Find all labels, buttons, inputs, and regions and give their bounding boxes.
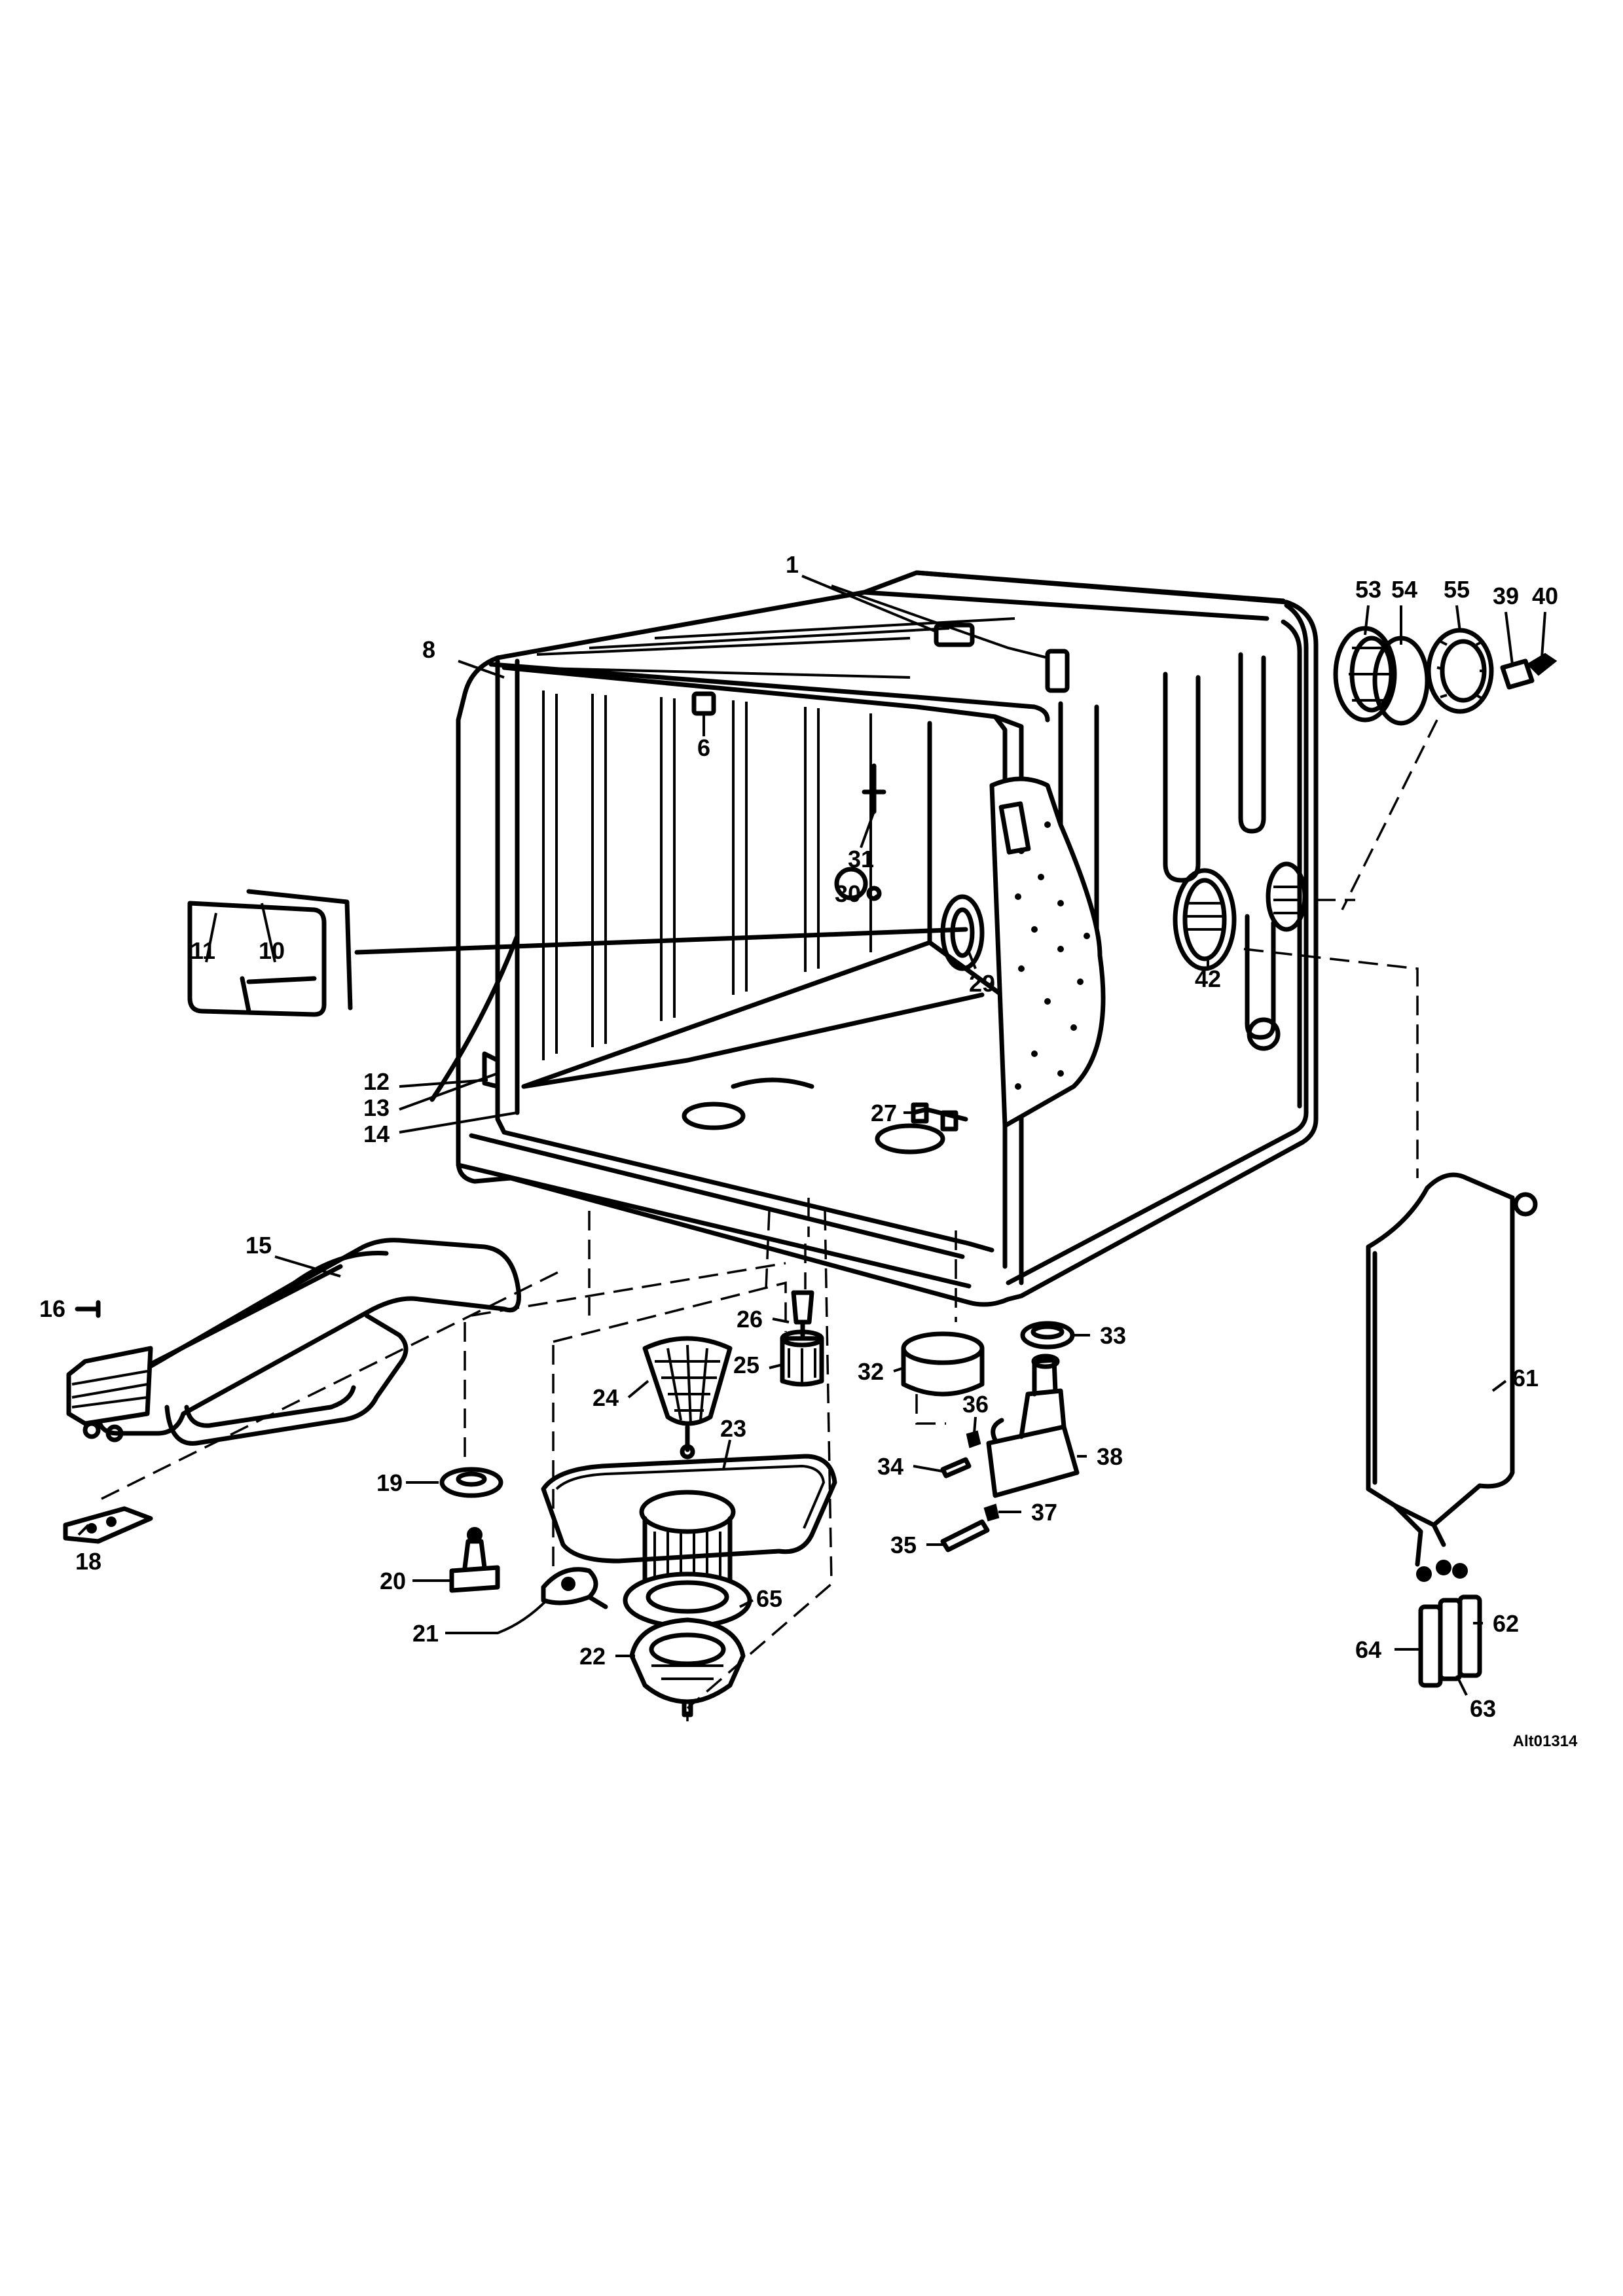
callout-23: 23 bbox=[720, 1415, 746, 1442]
callout-40: 40 bbox=[1532, 583, 1558, 609]
callout-10: 10 bbox=[259, 937, 285, 964]
callout-53: 53 bbox=[1355, 576, 1381, 603]
callout-55: 55 bbox=[1444, 576, 1470, 603]
dishwasher-tub bbox=[456, 570, 1319, 1307]
callout-6: 6 bbox=[697, 734, 710, 761]
pump-38 bbox=[986, 1354, 1080, 1498]
sump-base-22 bbox=[629, 1617, 746, 1717]
corner-bracket-13 bbox=[482, 1051, 500, 1089]
switch-21 bbox=[541, 1567, 608, 1609]
screw-31 bbox=[862, 763, 886, 814]
terminals-62-64 bbox=[1418, 1594, 1482, 1688]
clamp-39-40 bbox=[1500, 653, 1558, 690]
callout-30: 30 bbox=[835, 880, 861, 907]
callout-1: 1 bbox=[786, 551, 799, 578]
leader-lines bbox=[77, 575, 1546, 1696]
cap-32 bbox=[901, 1331, 985, 1397]
thermostat-20 bbox=[449, 1527, 500, 1593]
sump-plate-23 bbox=[541, 1454, 837, 1564]
callout-14: 14 bbox=[363, 1121, 390, 1147]
callout-8: 8 bbox=[422, 636, 435, 663]
ring-33 bbox=[1020, 1321, 1075, 1350]
callout-42: 42 bbox=[1195, 965, 1221, 992]
clip-37 bbox=[983, 1503, 1000, 1522]
callout-22: 22 bbox=[579, 1643, 606, 1670]
callout-25: 25 bbox=[733, 1352, 759, 1378]
drain-tube-12-14 bbox=[429, 933, 520, 1102]
callout-18: 18 bbox=[75, 1548, 101, 1575]
gasket-54 bbox=[1372, 636, 1430, 726]
callout-34: 34 bbox=[877, 1453, 903, 1480]
gasket-19 bbox=[439, 1467, 503, 1498]
callout-32: 32 bbox=[858, 1358, 884, 1385]
callout-62: 62 bbox=[1493, 1610, 1519, 1637]
assembly-guide-lines bbox=[101, 719, 1438, 1721]
callout-20: 20 bbox=[380, 1568, 406, 1594]
callout-16: 16 bbox=[39, 1295, 65, 1322]
callout-12: 12 bbox=[363, 1068, 390, 1095]
callout-54: 54 bbox=[1391, 576, 1417, 603]
callout-33: 33 bbox=[1100, 1322, 1126, 1349]
cover-plate-61 bbox=[1366, 1172, 1538, 1582]
callout-24: 24 bbox=[593, 1384, 619, 1411]
callout-31: 31 bbox=[848, 846, 874, 872]
clip-36 bbox=[966, 1430, 981, 1448]
callout-63: 63 bbox=[1470, 1695, 1496, 1722]
sump-cylinder-65 bbox=[623, 1516, 752, 1629]
pin-26 bbox=[791, 1290, 814, 1338]
callout-36: 36 bbox=[962, 1391, 989, 1418]
nozzle-25 bbox=[780, 1329, 824, 1387]
filter-basket-24 bbox=[642, 1336, 733, 1460]
callout-27: 27 bbox=[871, 1100, 897, 1126]
callout-21: 21 bbox=[412, 1620, 439, 1647]
door-seal-parts-10-11 bbox=[187, 889, 353, 1017]
nut-55 bbox=[1426, 628, 1494, 714]
rod-35 bbox=[940, 1519, 990, 1552]
screw-16 bbox=[75, 1300, 101, 1318]
callout-38: 38 bbox=[1097, 1443, 1123, 1470]
rod-34 bbox=[940, 1457, 972, 1479]
reference-code: Alt01314 bbox=[1513, 1732, 1578, 1750]
callout-11: 11 bbox=[191, 937, 215, 964]
callout-26: 26 bbox=[737, 1306, 763, 1333]
callout-39: 39 bbox=[1493, 583, 1519, 609]
callout-29: 29 bbox=[969, 970, 995, 997]
heating-element bbox=[66, 1238, 521, 1446]
bracket-18 bbox=[63, 1506, 153, 1544]
callout-labels: 1 6 8 10 11 12 13 14 15 16 18 19 20 21 2… bbox=[39, 551, 1578, 1750]
seal-arrow-line bbox=[354, 927, 968, 955]
callout-61: 61 bbox=[1512, 1365, 1539, 1391]
hose-coupling-53 bbox=[1333, 626, 1397, 723]
callout-13: 13 bbox=[363, 1094, 390, 1121]
callout-65: 65 bbox=[756, 1585, 782, 1612]
callout-15: 15 bbox=[246, 1232, 272, 1259]
callout-19: 19 bbox=[376, 1469, 403, 1496]
callout-64: 64 bbox=[1355, 1636, 1381, 1663]
callout-35: 35 bbox=[890, 1532, 917, 1558]
callout-37: 37 bbox=[1031, 1499, 1057, 1526]
